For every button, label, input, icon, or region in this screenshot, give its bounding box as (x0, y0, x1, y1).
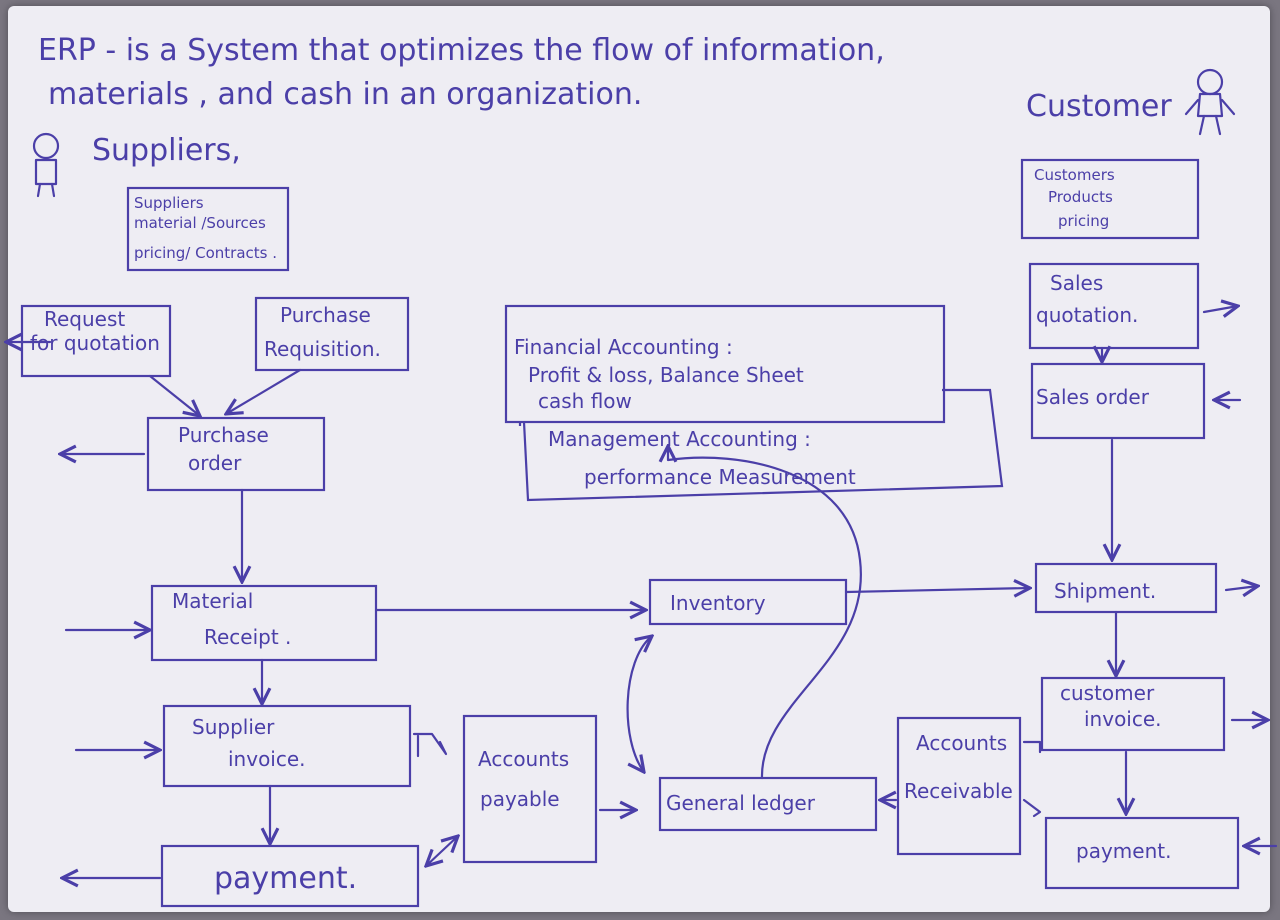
payment-out-label: payment. (214, 861, 357, 896)
flow-arrows (6, 306, 1278, 878)
sales-quotation-line-1: Sales (1050, 271, 1103, 295)
sales-quotation-box: Sales quotation. (1028, 262, 1200, 350)
sales-order-label: Sales order (1036, 385, 1150, 409)
supplier-person-icon (32, 132, 60, 198)
supplier-invoice-box: Supplier invoice. (162, 704, 412, 788)
customers-master-line-1: Customers (1034, 166, 1115, 184)
purchase-requisition-line-1: Purchase (280, 303, 371, 327)
customers-master-note: Customers Products pricing (1020, 158, 1200, 240)
purchase-order-line-2: order (188, 451, 242, 475)
customer-invoice-line-2: invoice. (1084, 707, 1162, 731)
management-accounting-box: Management Accounting : performance Meas… (518, 388, 1004, 502)
suppliers-master-line-3: pricing/ Contracts . (134, 244, 277, 262)
suppliers-master-note: Suppliers material /Sources pricing/ Con… (126, 186, 290, 272)
accounts-receivable-line-1: Accounts (916, 731, 1007, 755)
purchase-order-box: Purchase order (146, 416, 326, 492)
customer-invoice-box: customer invoice. (1040, 676, 1226, 752)
customer-label: Customer (1026, 89, 1172, 124)
request-for-quotation-line-2: for quotation (30, 331, 160, 355)
shipment-label: Shipment. (1054, 579, 1156, 603)
payment-in-box: payment. (1044, 816, 1240, 890)
title-line-1: ERP - is a System that optimizes the flo… (38, 33, 885, 68)
financial-accounting-line-2: Profit & loss, Balance Sheet (528, 363, 804, 387)
general-ledger-box: General ledger (658, 776, 878, 832)
supplier-invoice-line-2: invoice. (228, 747, 306, 771)
accounts-payable-line-2: payable (480, 787, 560, 811)
suppliers-master-line-1: Suppliers (134, 194, 204, 212)
customer-invoice-line-1: customer (1060, 681, 1155, 705)
request-for-quotation-box: Request for quotation (20, 304, 172, 378)
material-receipt-box: Material Receipt . (150, 584, 378, 662)
management-accounting-line-2: performance Measurement (584, 465, 856, 489)
accounts-receivable-box: Accounts Receivable (896, 716, 1022, 856)
general-ledger-label: General ledger (666, 791, 816, 815)
purchase-requisition-line-2: Requisition. (264, 337, 381, 361)
payment-in-label: payment. (1076, 839, 1171, 863)
accounts-payable-line-1: Accounts (478, 747, 569, 771)
management-accounting-line-1: Management Accounting : (548, 427, 811, 451)
customers-master-line-2: Products (1048, 188, 1113, 206)
material-receipt-line-1: Material (172, 589, 253, 613)
customer-person-icon (1184, 68, 1236, 136)
title-line-2: materials , and cash in an organization. (48, 77, 642, 112)
supplier-invoice-line-1: Supplier (192, 715, 275, 739)
purchase-requisition-box: Purchase Requisition. (254, 296, 410, 372)
financial-accounting-box: Financial Accounting : Profit & loss, Ba… (504, 304, 946, 424)
sales-quotation-line-2: quotation. (1036, 303, 1138, 327)
material-receipt-line-2: Receipt . (204, 625, 291, 649)
request-for-quotation-line-1: Request (44, 307, 125, 331)
suppliers-label: Suppliers, (92, 133, 241, 168)
accounts-payable-box: Accounts payable (462, 714, 598, 864)
sales-order-box: Sales order (1030, 362, 1206, 440)
financial-accounting-line-3: cash flow (538, 389, 632, 413)
suppliers-master-line-2: material /Sources (134, 214, 266, 232)
shipment-box: Shipment. (1034, 562, 1218, 614)
customers-master-line-3: pricing (1058, 212, 1109, 230)
inventory-box: Inventory (648, 578, 848, 626)
payment-out-box: payment. (160, 844, 420, 908)
inventory-label: Inventory (670, 591, 766, 615)
financial-accounting-line-1: Financial Accounting : (514, 335, 733, 359)
accounts-receivable-line-2: Receivable (904, 779, 1013, 803)
purchase-order-line-1: Purchase (178, 423, 269, 447)
